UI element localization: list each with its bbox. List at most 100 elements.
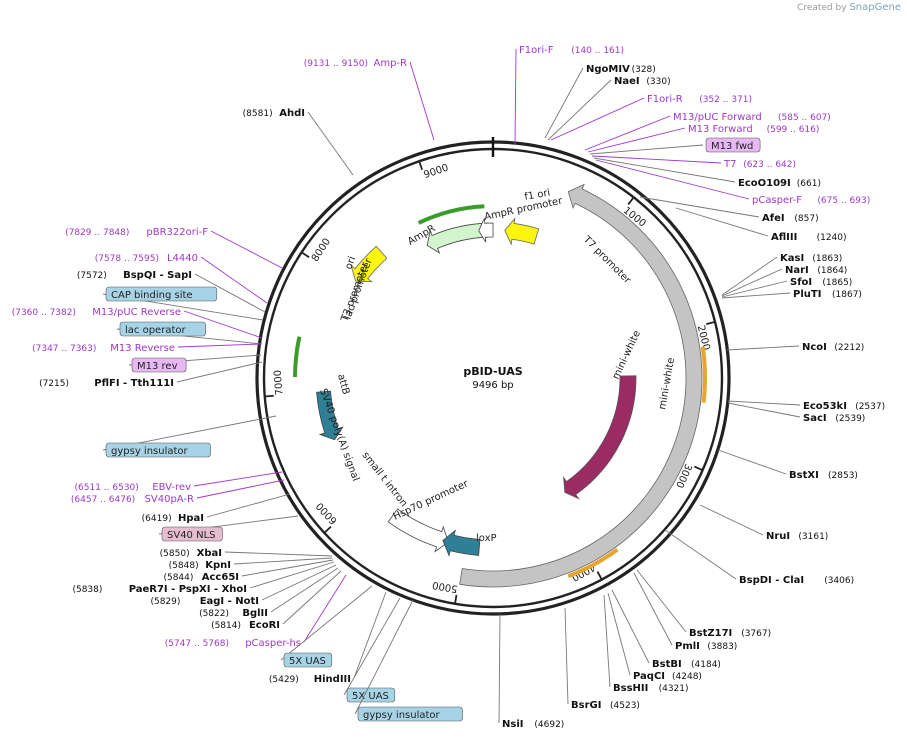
label-name: lac operator [125,325,186,336]
enzyme-label[interactable]: HindIII(5429) [269,591,387,685]
enzyme-label[interactable]: BglII(5822) [199,567,339,619]
enzyme-label[interactable]: KasI(1863) [721,253,842,296]
label-position: (2212) [834,343,864,353]
feature-ampr[interactable] [426,222,490,254]
primer-label[interactable]: M13/pUC Forward (585 .. 607) [584,112,831,151]
primer-label[interactable]: T7(623 .. 642) [591,155,796,170]
enzyme-label[interactable]: EagI - NotI(5829) [150,564,337,607]
label-box [131,357,187,373]
feature-box-label[interactable]: M13 fwd [589,137,761,155]
primer-label[interactable]: M13 Reverse (7347 .. 7363) [32,343,262,354]
primer-label[interactable]: SV40pA-R(6457 .. 6476) [71,479,285,505]
feature-box-label[interactable]: 5X UAS [280,585,373,668]
enzyme-label[interactable]: NruI(3161) [699,504,828,542]
enzyme-label[interactable]: Eco53kI(2537) [727,400,885,412]
enzyme-label[interactable]: BsrGI(4523) [564,607,640,711]
enzyme-label[interactable]: HpaI(6419) [142,493,291,524]
enzyme-label[interactable]: AfeI(857) [639,196,819,224]
enzyme-label[interactable]: BstBI(4184) [611,589,721,670]
leader-line [498,613,501,724]
feature-box-label[interactable]: lac operator [116,321,263,345]
label-position: (1240) [817,233,847,243]
enzyme-label[interactable]: PflFI - Tth111I(7215) [39,361,263,389]
enzyme-label[interactable]: XbaI(5850) [160,548,333,559]
leader-line [633,572,673,646]
enzyme-label[interactable]: NaeI(330) [547,76,671,141]
enzyme-label[interactable]: AflIII (1240) [675,207,847,243]
label-position: (3883) [707,642,737,652]
enzyme-label[interactable]: Acc65I(5844) [163,559,334,583]
feature-box-label[interactable]: M13 rev [128,354,262,373]
enzyme-label[interactable]: BspQI - SapI(7572) [77,270,266,313]
feature-f1-ori-shape [504,217,540,246]
feature-f1-ori[interactable] [504,217,540,246]
scale-tick [706,321,716,325]
feature-label: small t intron [360,450,409,509]
primer-label[interactable]: EBV-rev(6511 .. 6530) [75,471,283,493]
feature-box-label[interactable]: gypsy insulator [102,415,277,458]
feature-hsp70-promoter-shape [387,508,449,553]
label-name: BstZ17I [689,628,732,639]
enzyme-label[interactable]: KpnI(5848) [169,557,333,571]
primer-label[interactable]: pBR322ori-F(7829 .. 7848) [65,227,283,269]
enzyme-label[interactable]: BspDI - ClaI(3406) [664,529,854,586]
feature-box-label[interactable]: 5X UAS [343,597,401,703]
enzyme-label[interactable]: PaqCI(4248) [607,592,702,682]
primer-label[interactable]: M13/pUC Reverse(7360 .. 7382) [12,307,263,339]
label-position: (585 .. 607) [778,113,831,123]
primer-label[interactable]: pCasper-F(675 .. 693) [595,159,870,206]
enzyme-label[interactable]: SacI(2539) [727,402,865,424]
feature-label: attB [335,373,351,396]
enzyme-label[interactable]: BssHII(4321) [603,594,689,694]
feature-label: mini-white [611,329,643,381]
enzyme-label[interactable]: AhdI(8581) [243,108,354,176]
plasmid-length: 9496 bp [472,380,513,391]
label-name: M13 Reverse [110,343,175,354]
leader-line [721,268,783,297]
enzyme-label[interactable]: PaeR7I - PspXI - XhoI(5838) [72,561,335,595]
label-position: (7347 .. 7363) [32,344,96,354]
enzyme-label[interactable]: BstZ17I(3767) [636,569,771,639]
primer-label[interactable]: L4440(7578 .. 7595) [95,253,268,304]
enzyme-label[interactable]: NcoI(2212) [726,342,864,353]
enzyme-label[interactable]: PmlI(3883) [633,572,737,652]
enzyme-label[interactable]: EcoRI(5814) [211,570,342,631]
label-position: (661) [797,179,821,189]
leader-line [564,607,569,705]
primer-label[interactable]: Amp-R(9131 .. 9150) [304,58,435,141]
enzyme-label[interactable]: SfoI(1865) [721,277,852,298]
enzyme-label[interactable]: PluTI(1867) [721,289,862,300]
primer-label[interactable]: F1ori-F(140 .. 161) [514,45,624,146]
label-name: M13/pUC Forward [673,112,762,123]
enzyme-label[interactable]: BstXI(2853) [717,449,858,481]
feature-sv40-polya[interactable] [316,390,344,441]
feature-ampr-promoter[interactable] [478,218,494,243]
feature-t7-minigray[interactable] [459,183,703,588]
label-name: EcoRI [249,620,280,631]
label-position: (623 .. 642) [743,160,796,170]
primer-label[interactable]: M13 Forward(599 .. 616) [587,124,819,153]
label-name: BspQI - SapI [123,270,192,281]
enzyme-label[interactable]: EcoO109I(661) [593,157,821,189]
label-name: PaeR7I - PspXI - XhoI [129,584,247,595]
primer-label[interactable]: F1ori-R(352 .. 371) [550,94,752,141]
enzyme-label[interactable]: NgoMIV(328) [544,64,656,139]
feature-mini-white-exon[interactable] [563,375,637,500]
feature-box-label[interactable]: SV40 NLS [158,515,299,542]
leader-line [196,479,285,499]
primer-label[interactable]: pCasper-hs(5747 .. 5768) [165,574,347,649]
enzyme-label[interactable]: NsiI(4692) [498,613,564,730]
feature-ori[interactable] [350,245,388,283]
feature-hsp70-teal[interactable] [442,529,481,557]
scale-tick-label: 6000 [314,500,339,526]
leader-line [721,256,778,296]
feature-box-label[interactable]: gypsy insulator [354,599,463,722]
feature-box-label[interactable]: CAP binding site [102,286,264,321]
leader-line [280,585,373,661]
enzyme-label[interactable]: NarI(1864) [721,265,847,297]
label-name: AflIII [771,232,797,243]
feature-hsp70-promoter[interactable] [387,508,449,553]
orange-feature-arrow-1 [700,346,707,403]
label-position: (5844) [163,573,193,583]
label-position: (8581) [243,109,273,119]
